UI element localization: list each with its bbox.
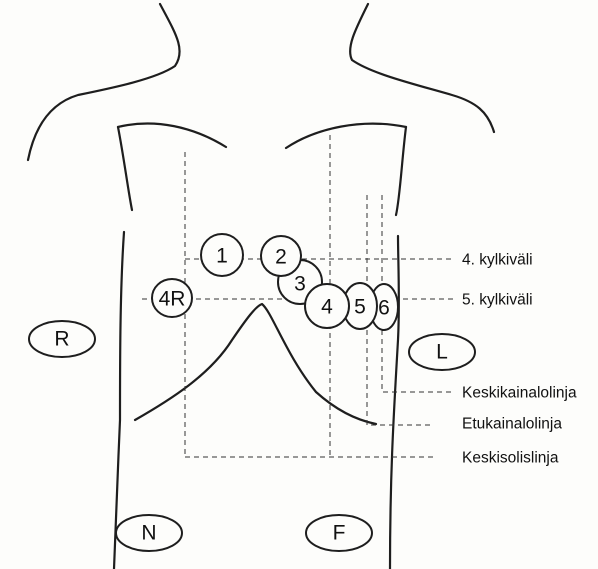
limb-electrode-label-l: L xyxy=(436,341,448,364)
left-side-torso xyxy=(114,232,124,569)
electrode-label-v5: 5 xyxy=(354,296,366,319)
electrode-label-v1: 1 xyxy=(216,245,228,268)
limb-electrode-left-leg: F xyxy=(306,515,372,551)
reference-labels: 4. kylkiväli 5. kylkiväli Keskikainaloli… xyxy=(462,252,577,467)
label-fifth-intercostal: 5. kylkiväli xyxy=(462,292,533,309)
electrode-label-v4: 4 xyxy=(321,296,333,319)
electrode-v1: 1 xyxy=(201,234,243,276)
limb-electrode-right-leg: N xyxy=(116,515,182,551)
limb-electrode-label-n: N xyxy=(141,522,156,545)
limb-electrode-label-f: F xyxy=(333,522,346,545)
neck-left xyxy=(28,4,180,160)
torso-outline xyxy=(28,4,494,569)
limb-electrode-left-arm: L xyxy=(409,334,475,370)
electrode-label-v3: 3 xyxy=(294,273,306,296)
precordial-electrodes: 6 5 3 4 2 1 4R xyxy=(152,234,398,330)
label-mid-clavicular: Keskisolislinja xyxy=(462,450,559,467)
electrode-v2: 2 xyxy=(261,236,301,276)
label-fourth-intercostal: 4. kylkiväli xyxy=(462,252,533,269)
limb-electrode-right-arm: R xyxy=(29,321,95,357)
electrode-label-v4r: 4R xyxy=(159,288,186,311)
limb-electrode-label-r: R xyxy=(54,328,69,351)
limb-electrodes: R L N F xyxy=(29,321,475,551)
clavicle-right xyxy=(286,124,406,148)
electrode-v4: 4 xyxy=(305,284,349,328)
right-side-torso xyxy=(390,236,399,569)
label-anterior-axillary: Etukainalolinja xyxy=(462,416,562,433)
electrode-label-v2: 2 xyxy=(275,246,287,269)
clavicle-left xyxy=(118,124,226,147)
electrode-v4r: 4R xyxy=(152,279,192,317)
electrode-label-v6: 6 xyxy=(378,297,390,320)
shoulder-left xyxy=(118,127,132,210)
shoulder-right xyxy=(396,127,406,215)
neck-right xyxy=(350,4,494,132)
label-mid-axillary: Keskikainalolinja xyxy=(462,385,577,402)
